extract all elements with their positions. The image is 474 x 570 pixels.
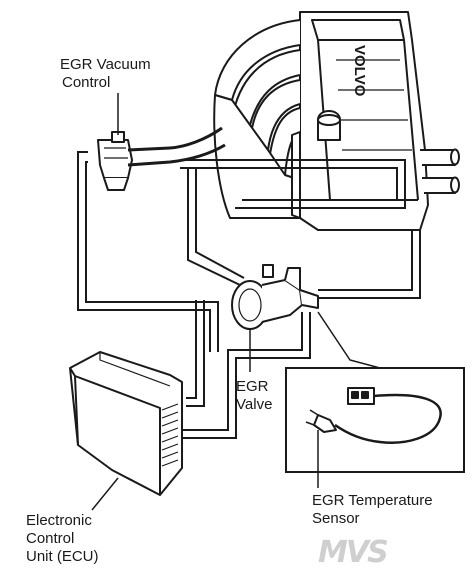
ecu-label: Electronic Control Unit (ECU)	[26, 512, 99, 566]
egr-valve-line2: Valve	[236, 396, 273, 413]
mvs-watermark-logo: MVS	[318, 535, 389, 570]
engine-brand-text: VOLVO	[351, 45, 368, 97]
egr-valve	[231, 264, 319, 330]
ecu-line3: Unit (ECU)	[26, 548, 99, 565]
egr-vacuum-control-label: EGR Vacuum Control	[60, 56, 151, 92]
wiring-harness	[77, 151, 421, 439]
egr-temperature-sensor-line1: EGR Temperature	[312, 492, 433, 509]
egr-valve-label: EGR Valve	[236, 378, 272, 414]
ecu-unit	[69, 351, 183, 496]
egr-vacuum-control-line1: EGR Vacuum	[60, 56, 151, 73]
egr-temperature-sensor-line2: Sensor	[312, 510, 360, 527]
egr-temperature-sensor	[305, 387, 442, 444]
egr-temperature-sensor-label: EGR Temperature Sensor	[312, 492, 433, 528]
egr-vacuum-control-solenoid	[97, 126, 226, 191]
engine-intake-manifold	[213, 11, 460, 231]
egr-valve-line1: EGR	[236, 378, 269, 395]
egr-vacuum-control-line2: Control	[62, 74, 111, 91]
ecu-line1: Electronic	[26, 512, 92, 529]
leader-lines	[91, 93, 319, 511]
ecu-line2: Control	[26, 530, 75, 547]
